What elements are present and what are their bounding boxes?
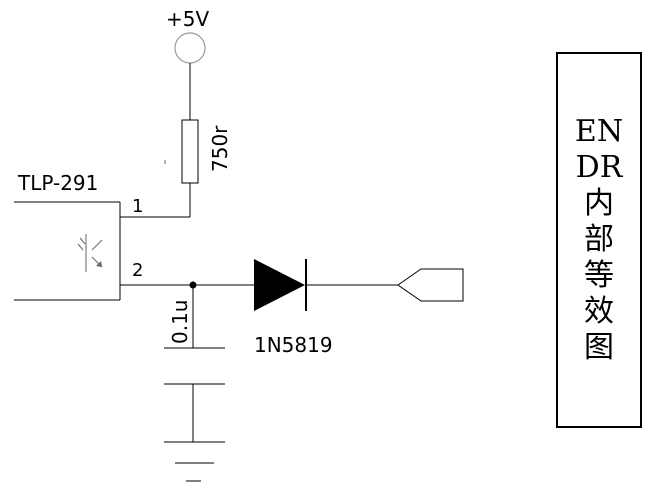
box-line-1: EN [574,114,624,149]
output-port-connector [397,268,464,302]
pin2-label: 2 [132,260,143,281]
box-line-2: DR [575,150,623,185]
resistor-body [181,119,199,184]
optocoupler-label: TLP-291 [17,171,98,195]
ground-symbol [164,441,225,482]
capacitor-label: 0.1u [168,300,192,344]
box-line-7: 图 [584,330,614,365]
box-line-6: 效 [584,294,614,329]
resistor-label: 750r [208,125,232,172]
box-line-3: 内 [584,186,614,221]
supply-terminal-circle [174,32,206,64]
box-line-5: 等 [584,258,614,293]
pin1-label: 1 [132,196,143,217]
en-dr-equivalent-box: EN DR 内 部 等 效 图 [556,52,642,428]
phototransistor-symbol [77,234,103,272]
supply-label: +5V [166,7,209,31]
diode-body [254,259,305,311]
diode-label: 1N5819 [254,333,333,357]
box-line-4: 部 [584,222,614,257]
